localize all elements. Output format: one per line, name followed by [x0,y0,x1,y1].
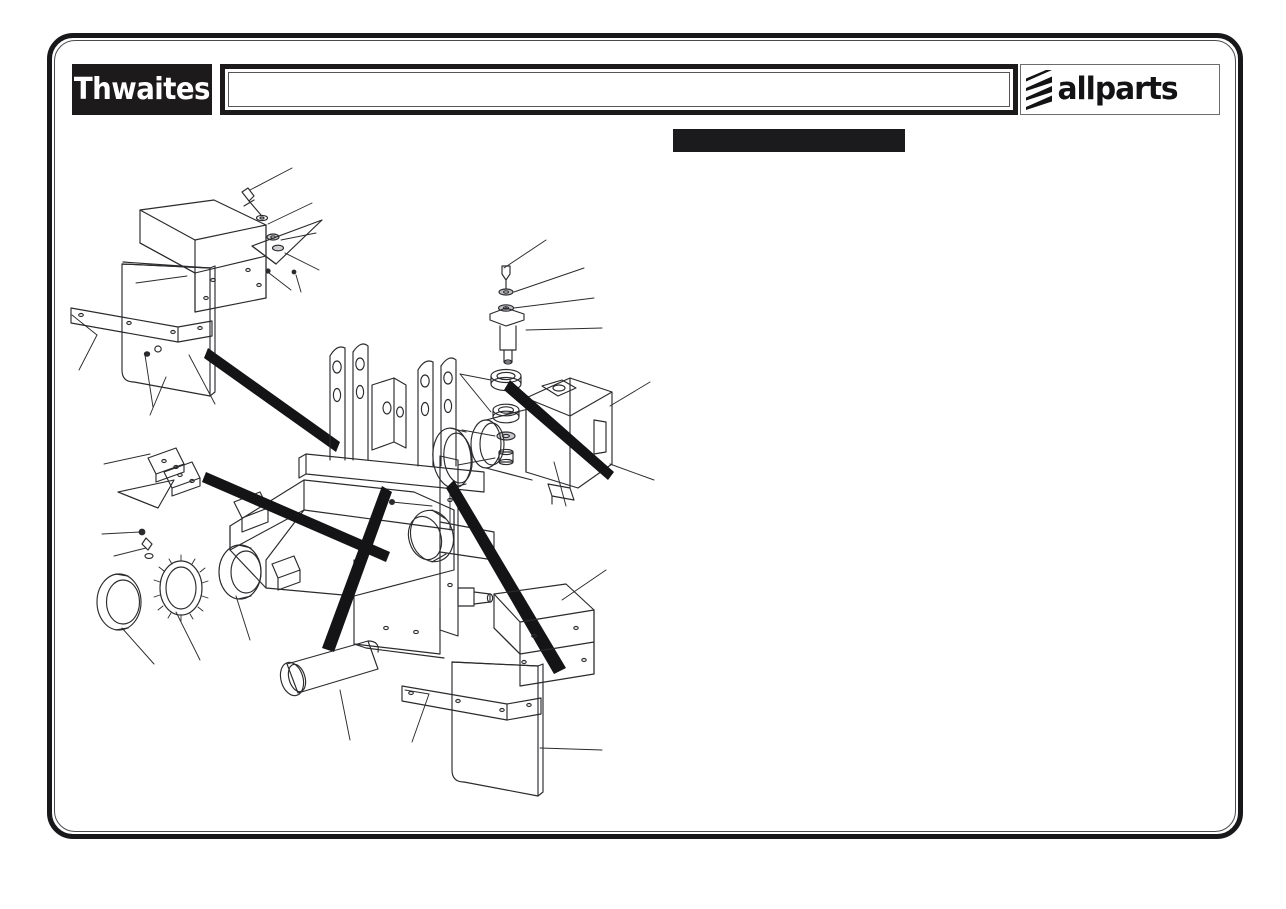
title-input[interactable] [228,72,1010,107]
brand-allparts-logo: allparts [1020,64,1220,115]
sheet-outer-border [47,33,1243,839]
brand-allparts-text: allparts [1057,71,1179,107]
brand-thwaites-text: Thwaites [74,71,211,107]
brand-thwaites-logo: Thwaites [72,64,212,115]
header: Thwaites allparts [72,64,1220,115]
redacted-title-bar [673,129,905,152]
title-box[interactable] [220,64,1018,115]
diagonal-stripes-icon [1026,69,1052,110]
